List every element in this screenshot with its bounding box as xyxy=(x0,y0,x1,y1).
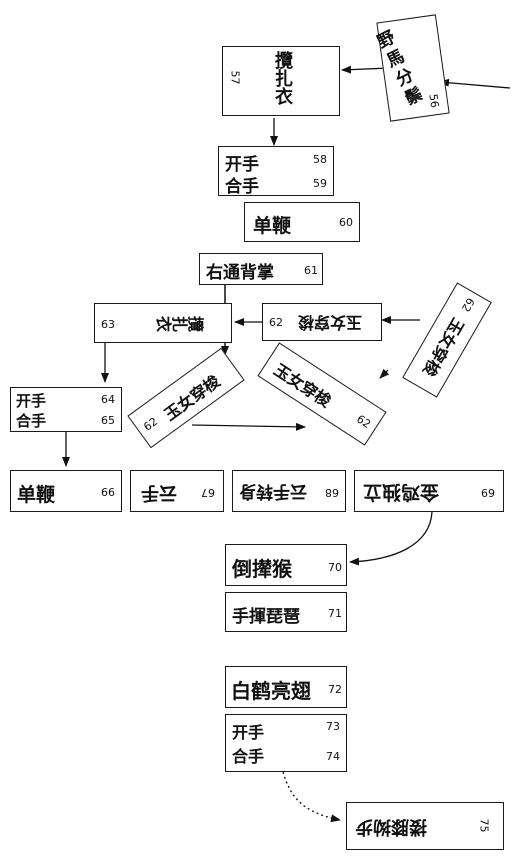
node-58-59-open-close-hands: 开手 58 合手 59 xyxy=(218,146,334,197)
arrow-62c-62b xyxy=(379,368,390,379)
node-66-text: 单鞭 xyxy=(17,484,56,506)
node-66-number: 66 xyxy=(101,486,115,499)
node-62d-number: 62 xyxy=(458,295,478,315)
node-75-number: 75 xyxy=(477,818,491,833)
arrow-74-75 xyxy=(282,771,341,823)
node-60-single-whip: 单鞭 60 xyxy=(244,202,360,242)
node-57-number: 57 xyxy=(228,70,242,85)
arrow-incoming-56 xyxy=(439,78,511,89)
arrow-62a-62b xyxy=(191,422,306,431)
node-58-text: 开手 xyxy=(225,155,259,175)
node-67-cloud-hands: 云手 67 xyxy=(130,470,224,512)
node-60-text: 单鞭 xyxy=(253,215,292,237)
node-73-text: 开手 xyxy=(232,723,265,742)
node-69-text: 金鸡独立 xyxy=(363,481,440,503)
node-73-number: 73 xyxy=(326,720,340,733)
node-61-text: 右通背掌 xyxy=(206,263,274,283)
node-57-lazy-tie-coat: 57 攬扎衣 xyxy=(222,46,340,116)
node-63-text: 攬扎衣 xyxy=(156,313,204,332)
node-75-brush-knee: 搂膝拗步 75 xyxy=(346,802,504,850)
arrow-69-70 xyxy=(349,511,433,566)
node-62a-number: 62 xyxy=(141,414,161,434)
node-72-number: 72 xyxy=(328,683,342,696)
node-70-step-back-monkey: 倒撵猴 70 xyxy=(225,544,347,586)
node-68-text: 云手转身 xyxy=(239,481,307,501)
node-71-play-pipa: 手揮琵琶 71 xyxy=(225,592,347,632)
node-64-65-open-close-hands: 开手 64 合手 65 xyxy=(10,387,122,432)
node-66-single-whip: 单鞭 66 xyxy=(10,470,122,512)
node-61-number: 61 xyxy=(304,264,318,277)
node-68-number: 68 xyxy=(325,486,339,499)
node-73-74-open-close-hands: 开手 73 合手 74 xyxy=(225,714,347,772)
node-65-number: 65 xyxy=(101,414,115,427)
node-65-text: 合手 xyxy=(16,412,47,430)
node-74-number: 74 xyxy=(326,750,340,763)
node-64-text: 开手 xyxy=(16,392,47,410)
node-69-golden-rooster: 金鸡独立 69 xyxy=(354,470,504,512)
node-59-text: 合手 xyxy=(225,177,259,197)
node-58-number: 58 xyxy=(313,153,327,166)
node-74-text: 合手 xyxy=(232,747,265,766)
node-64-number: 64 xyxy=(101,393,115,406)
node-67-text: 云手 xyxy=(141,482,177,503)
node-62b-number: 62 xyxy=(354,412,374,431)
node-72-text: 白鹤亮翅 xyxy=(231,679,311,703)
node-63-lazy-tie-coat: 63 攬扎衣 xyxy=(94,303,232,343)
node-56-number: 56 xyxy=(426,93,442,109)
node-70-text: 倒撵猴 xyxy=(232,557,292,581)
node-63-number: 63 xyxy=(101,318,115,331)
node-71-text: 手揮琵琶 xyxy=(232,607,300,627)
node-60-number: 60 xyxy=(339,216,353,229)
node-75-text: 搂膝拗步 xyxy=(355,816,427,837)
node-67-number: 67 xyxy=(201,486,215,499)
node-70-number: 70 xyxy=(328,561,342,574)
node-71-number: 71 xyxy=(328,607,342,620)
node-62-text: 玉女穿梭 xyxy=(298,313,363,332)
node-68-cloud-hands-turn: 云手转身 68 xyxy=(232,470,346,512)
node-61-right-through-back-palm: 右通背掌 61 xyxy=(199,253,323,285)
node-69-number: 69 xyxy=(481,486,495,499)
node-62-fair-lady-shuttle: 62 玉女穿梭 xyxy=(262,303,382,341)
node-57-text: 攬扎衣 xyxy=(272,51,293,105)
node-59-number: 59 xyxy=(313,177,327,190)
node-72-white-crane: 白鹤亮翅 72 xyxy=(225,666,347,708)
node-62-number: 62 xyxy=(269,316,283,329)
